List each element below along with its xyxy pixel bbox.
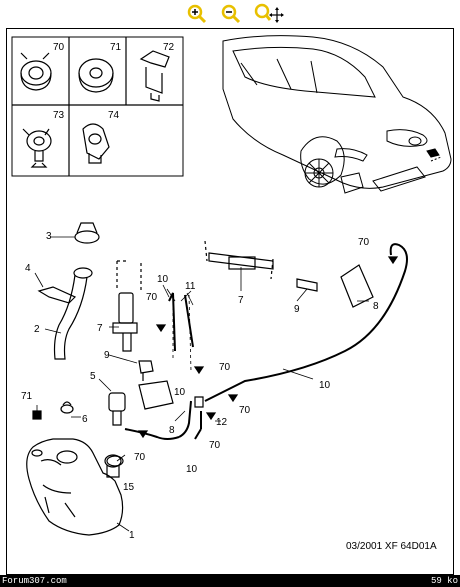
zoom-move-icon[interactable]	[254, 3, 284, 25]
callout-70e: 70	[209, 440, 221, 451]
parts-grid: 70 71 72 73 74	[11, 36, 184, 177]
clip-70-drawing	[20, 52, 52, 91]
status-file-size: 59 ko	[430, 576, 458, 586]
fastener-72-drawing	[139, 50, 170, 102]
callout-10c: 10	[319, 380, 331, 391]
diagram-reference-code: 03/2001 XF 64D01A	[346, 541, 437, 552]
grid-label-73: 73	[53, 110, 65, 121]
callout-10a: 10	[157, 274, 169, 285]
callout-8a: 8	[169, 425, 175, 436]
callout-11: 11	[185, 281, 196, 292]
status-bar: Forum307.com 59 ko	[0, 575, 460, 587]
callout-2: 2	[34, 324, 40, 335]
callout-70a: 70	[358, 237, 370, 248]
callout-4: 4	[25, 263, 31, 274]
grid-label-74: 74	[108, 110, 120, 121]
callout-7b: 7	[238, 295, 244, 306]
callout-12: 12	[216, 417, 228, 428]
callout-71: 71	[21, 391, 33, 402]
toolbar	[0, 0, 460, 28]
callout-9b: 9	[294, 304, 300, 315]
grommet-71-drawing	[78, 58, 114, 93]
callout-10b: 10	[174, 387, 186, 398]
callout-70c: 70	[219, 362, 231, 373]
exploded-diagram: 70 71 72 73 74	[11, 35, 452, 541]
callout-8b: 8	[373, 301, 379, 312]
clip-74-drawing	[82, 123, 110, 164]
callout-15: 15	[123, 482, 135, 493]
callout-70f: 70	[134, 452, 146, 463]
callout-1: 1	[129, 530, 135, 541]
callout-6: 6	[82, 414, 88, 425]
grid-label-71: 71	[110, 42, 122, 53]
diagram-frame: 70 71 72 73 74	[6, 28, 454, 575]
callout-70b: 70	[146, 292, 158, 303]
grid-label-72: 72	[163, 42, 175, 53]
status-site-name: Forum307.com	[2, 576, 67, 586]
callout-9a: 9	[104, 350, 110, 361]
grid-label-70: 70	[53, 42, 65, 53]
clip-73-drawing	[22, 128, 52, 168]
zoom-in-icon[interactable]	[186, 3, 208, 25]
callout-70d: 70	[239, 405, 251, 416]
callout-10d: 10	[186, 464, 198, 475]
callout-7a: 7	[97, 323, 103, 334]
washer-system	[26, 222, 408, 536]
car-drawing	[222, 35, 452, 194]
callout-3: 3	[46, 231, 52, 242]
callout-5: 5	[90, 371, 96, 382]
zoom-out-icon[interactable]	[220, 3, 242, 25]
